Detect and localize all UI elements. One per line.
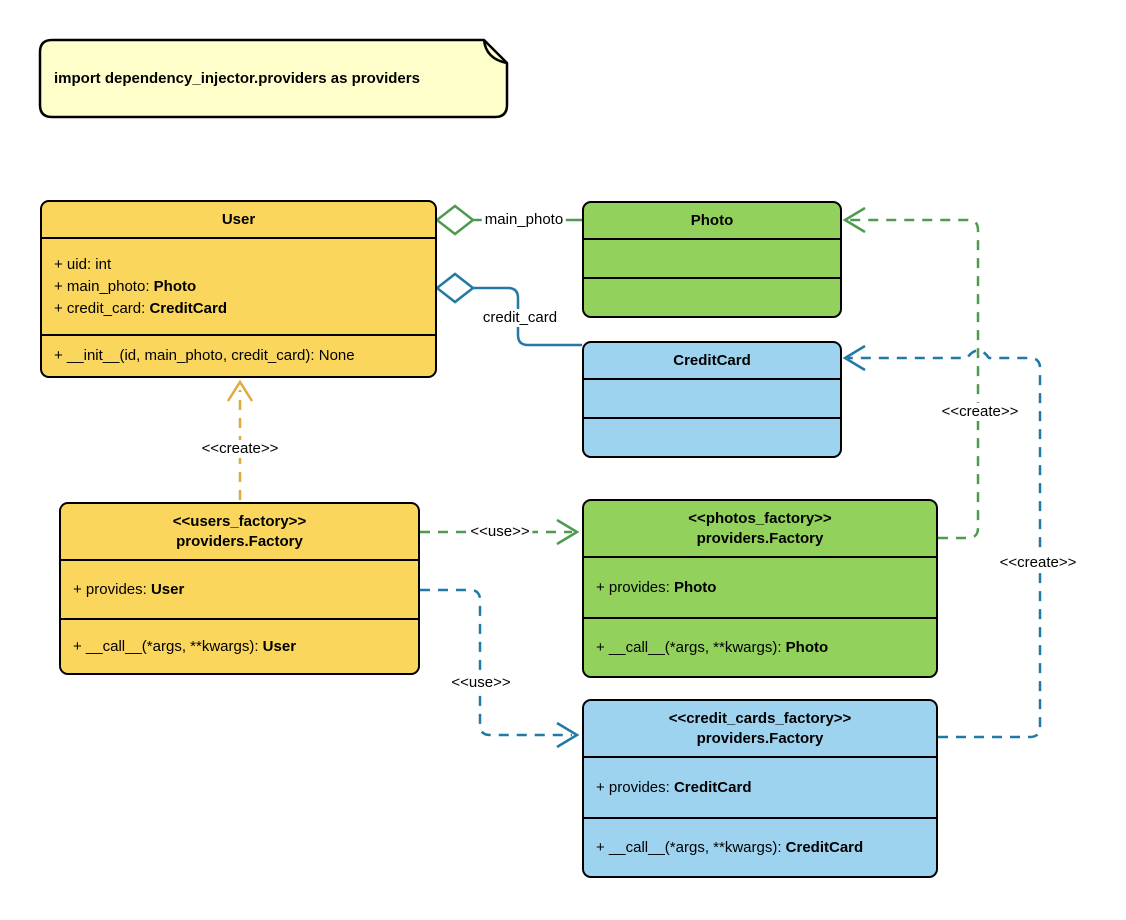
attribute-line: + provides: CreditCard [596,778,752,796]
class-users-factory-methods: + __call__(*args, **kwargs): User [61,618,418,673]
class-title-text: providers.Factory [696,729,824,747]
class-credit-card-methods [584,417,840,456]
note-fold-icon [482,39,508,65]
arrowhead-create-user-icon [226,379,254,402]
arrowhead-use-credit-cards-icon [556,721,580,749]
method-line: + __call__(*args, **kwargs): Photo [596,638,829,656]
label-credit-card: credit_card [479,309,561,327]
label-use-photos: <<use>> [467,523,533,541]
class-photos-factory-methods: + __call__(*args, **kwargs): Photo [584,617,936,676]
stereotype-text: <<credit_cards_factory>> [668,709,852,727]
class-photo-methods [584,277,840,316]
class-title-text: User [221,210,256,228]
class-credit-card-attributes [584,378,840,417]
class-user-methods: + __init__(id, main_photo, credit_card):… [42,334,435,376]
arrowhead-use-photos-icon [556,518,580,546]
class-credit-card-title: CreditCard [584,343,840,378]
note-shape [38,38,509,119]
class-credit-cards-factory-title: <<credit_cards_factory>> providers.Facto… [584,701,936,756]
class-user-title: User [42,202,435,237]
class-credit-cards-factory-methods: + __call__(*args, **kwargs): CreditCard [584,817,936,876]
class-title-text: providers.Factory [696,529,824,547]
class-photo: Photo [582,201,842,318]
edge-create-credit-card [848,349,1042,739]
class-credit-cards-factory: <<credit_cards_factory>> providers.Facto… [582,699,938,878]
attribute-line: + credit_card: CreditCard [54,299,227,317]
class-title-text: providers.Factory [176,532,303,550]
note-text: import dependency_injector.providers as … [54,70,420,87]
class-credit-cards-factory-attributes: + provides: CreditCard [584,756,936,817]
class-photos-factory-attributes: + provides: Photo [584,556,936,617]
edge-use-credit-cards [420,588,572,737]
label-use-credit-cards: <<use>> [448,674,514,692]
diamond-credit-card-icon [434,272,476,304]
label-create-photo: <<create>> [938,403,1022,421]
edge-create-photo [848,218,980,540]
arrowhead-create-credit-card-icon [842,344,866,372]
method-line: + __call__(*args, **kwargs): User [73,637,297,655]
attribute-line: + provides: Photo [596,578,717,596]
class-photo-title: Photo [584,203,840,238]
attribute-line: + main_photo: Photo [54,277,197,295]
class-photo-attributes [584,238,840,277]
arrowhead-create-photo-icon [842,206,866,234]
class-title-text: Photo [690,211,734,229]
method-line: + __init__(id, main_photo, credit_card):… [54,347,355,364]
diamond-main-photo-icon [434,204,476,236]
stereotype-text: <<photos_factory>> [688,509,832,527]
label-main-photo: main_photo [481,211,567,229]
stereotype-text: <<users_factory>> [172,512,307,530]
label-create-user: <<create>> [198,440,282,458]
attribute-line: + uid: int [54,255,112,273]
class-user: User + uid: int + main_photo: Photo + cr… [40,200,437,378]
class-credit-card: CreditCard [582,341,842,458]
method-line: + __call__(*args, **kwargs): CreditCard [596,838,864,856]
class-users-factory: <<users_factory>> providers.Factory + pr… [59,502,420,675]
class-title-text: CreditCard [673,351,751,369]
attribute-line: + provides: User [73,580,185,598]
class-user-attributes: + uid: int + main_photo: Photo + credit_… [42,237,435,334]
class-photos-factory-title: <<photos_factory>> providers.Factory [584,501,936,556]
note: import dependency_injector.providers as … [40,40,507,117]
class-users-factory-title: <<users_factory>> providers.Factory [61,504,418,559]
class-users-factory-attributes: + provides: User [61,559,418,618]
class-photos-factory: <<photos_factory>> providers.Factory + p… [582,499,938,678]
label-create-credit-card: <<create>> [996,554,1080,572]
